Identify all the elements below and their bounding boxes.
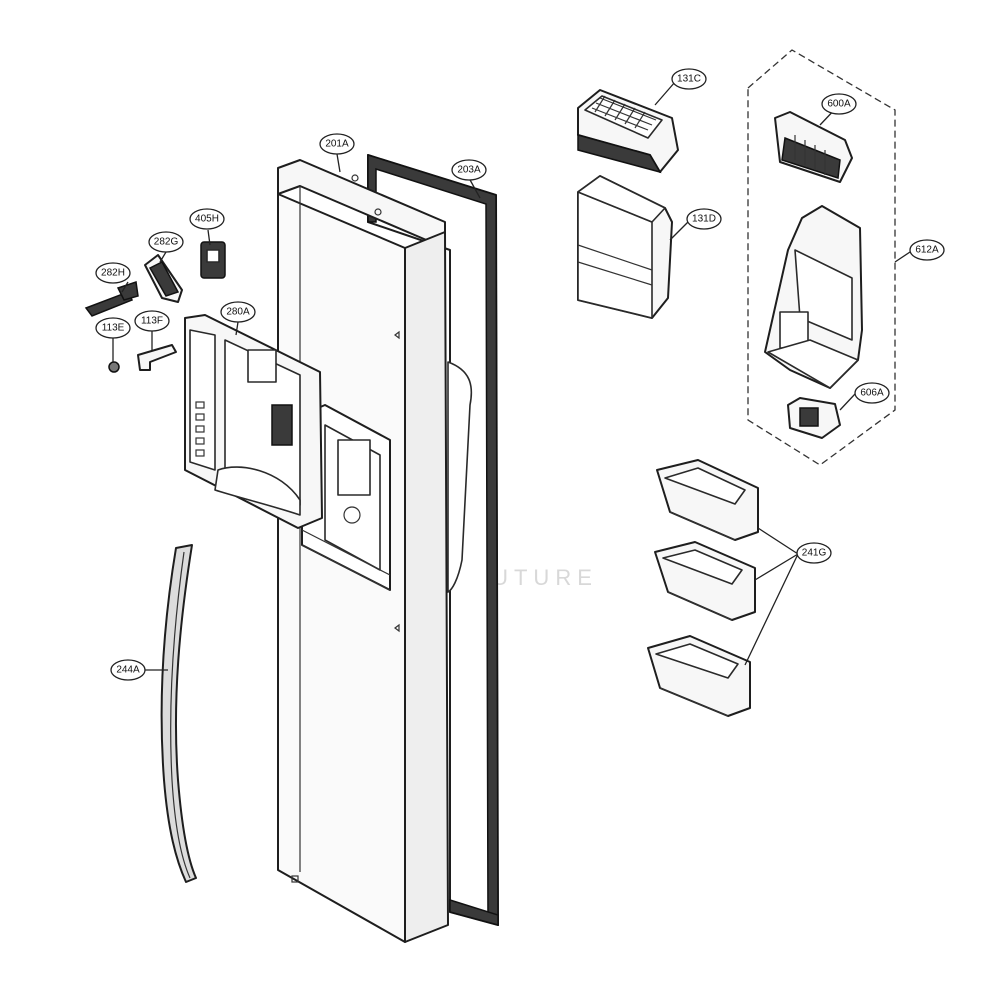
door-bin-top	[656, 459, 759, 541]
part-606a	[787, 397, 841, 439]
svg-text:280A: 280A	[226, 307, 250, 318]
ice-maker	[774, 111, 853, 183]
svg-text:282H: 282H	[101, 268, 125, 279]
callout-600a: 600A	[821, 93, 857, 115]
callout-282g: 282G	[148, 231, 184, 253]
callout-131d: 131D	[686, 208, 722, 230]
svg-text:405H: 405H	[195, 214, 219, 225]
callout-131c: 131C	[671, 68, 707, 90]
svg-text:282G: 282G	[154, 237, 179, 248]
part-113f	[137, 344, 177, 371]
callout-201a: 201A	[319, 133, 355, 155]
door-gasket	[367, 153, 499, 927]
callout-612a: 612A	[909, 239, 945, 261]
svg-text:606A: 606A	[860, 388, 884, 399]
svg-text:241G: 241G	[802, 548, 827, 559]
part-113e	[108, 361, 120, 373]
callout-405h: 405H	[189, 208, 225, 230]
svg-text:201A: 201A	[325, 139, 349, 150]
svg-text:113F: 113F	[141, 316, 163, 327]
svg-text:131C: 131C	[677, 74, 701, 85]
svg-text:113E: 113E	[102, 323, 125, 334]
svg-text:244A: 244A	[116, 665, 140, 676]
ice-maker-group-outline	[747, 49, 896, 466]
ice-bin	[577, 175, 673, 319]
callout-280a: 280A	[220, 301, 256, 323]
svg-text:612A: 612A	[915, 245, 939, 256]
callout-203a: 203A	[451, 159, 487, 181]
ice-bin-cover	[577, 89, 679, 174]
door-bin-bottom	[647, 635, 751, 717]
part-282g	[144, 254, 183, 303]
svg-text:131D: 131D	[692, 214, 716, 225]
callout-282h: 282H	[95, 262, 131, 284]
part-282h	[84, 281, 139, 317]
ice-maker-housing	[764, 205, 863, 389]
door-bin-middle	[654, 541, 756, 621]
callout-241g: 241G	[796, 542, 832, 564]
door-handle	[160, 544, 197, 883]
leader-lines	[112, 81, 911, 671]
callout-244a: 244A	[110, 659, 146, 681]
callout-113f: 113F	[134, 310, 170, 332]
callout-606a: 606A	[854, 382, 890, 404]
dispenser-housing	[184, 314, 323, 529]
svg-text:203A: 203A	[457, 165, 481, 176]
svg-text:600A: 600A	[827, 99, 851, 110]
callout-113e: 113E	[95, 317, 131, 339]
door-side-liner	[447, 361, 473, 593]
part-405h	[200, 241, 226, 279]
